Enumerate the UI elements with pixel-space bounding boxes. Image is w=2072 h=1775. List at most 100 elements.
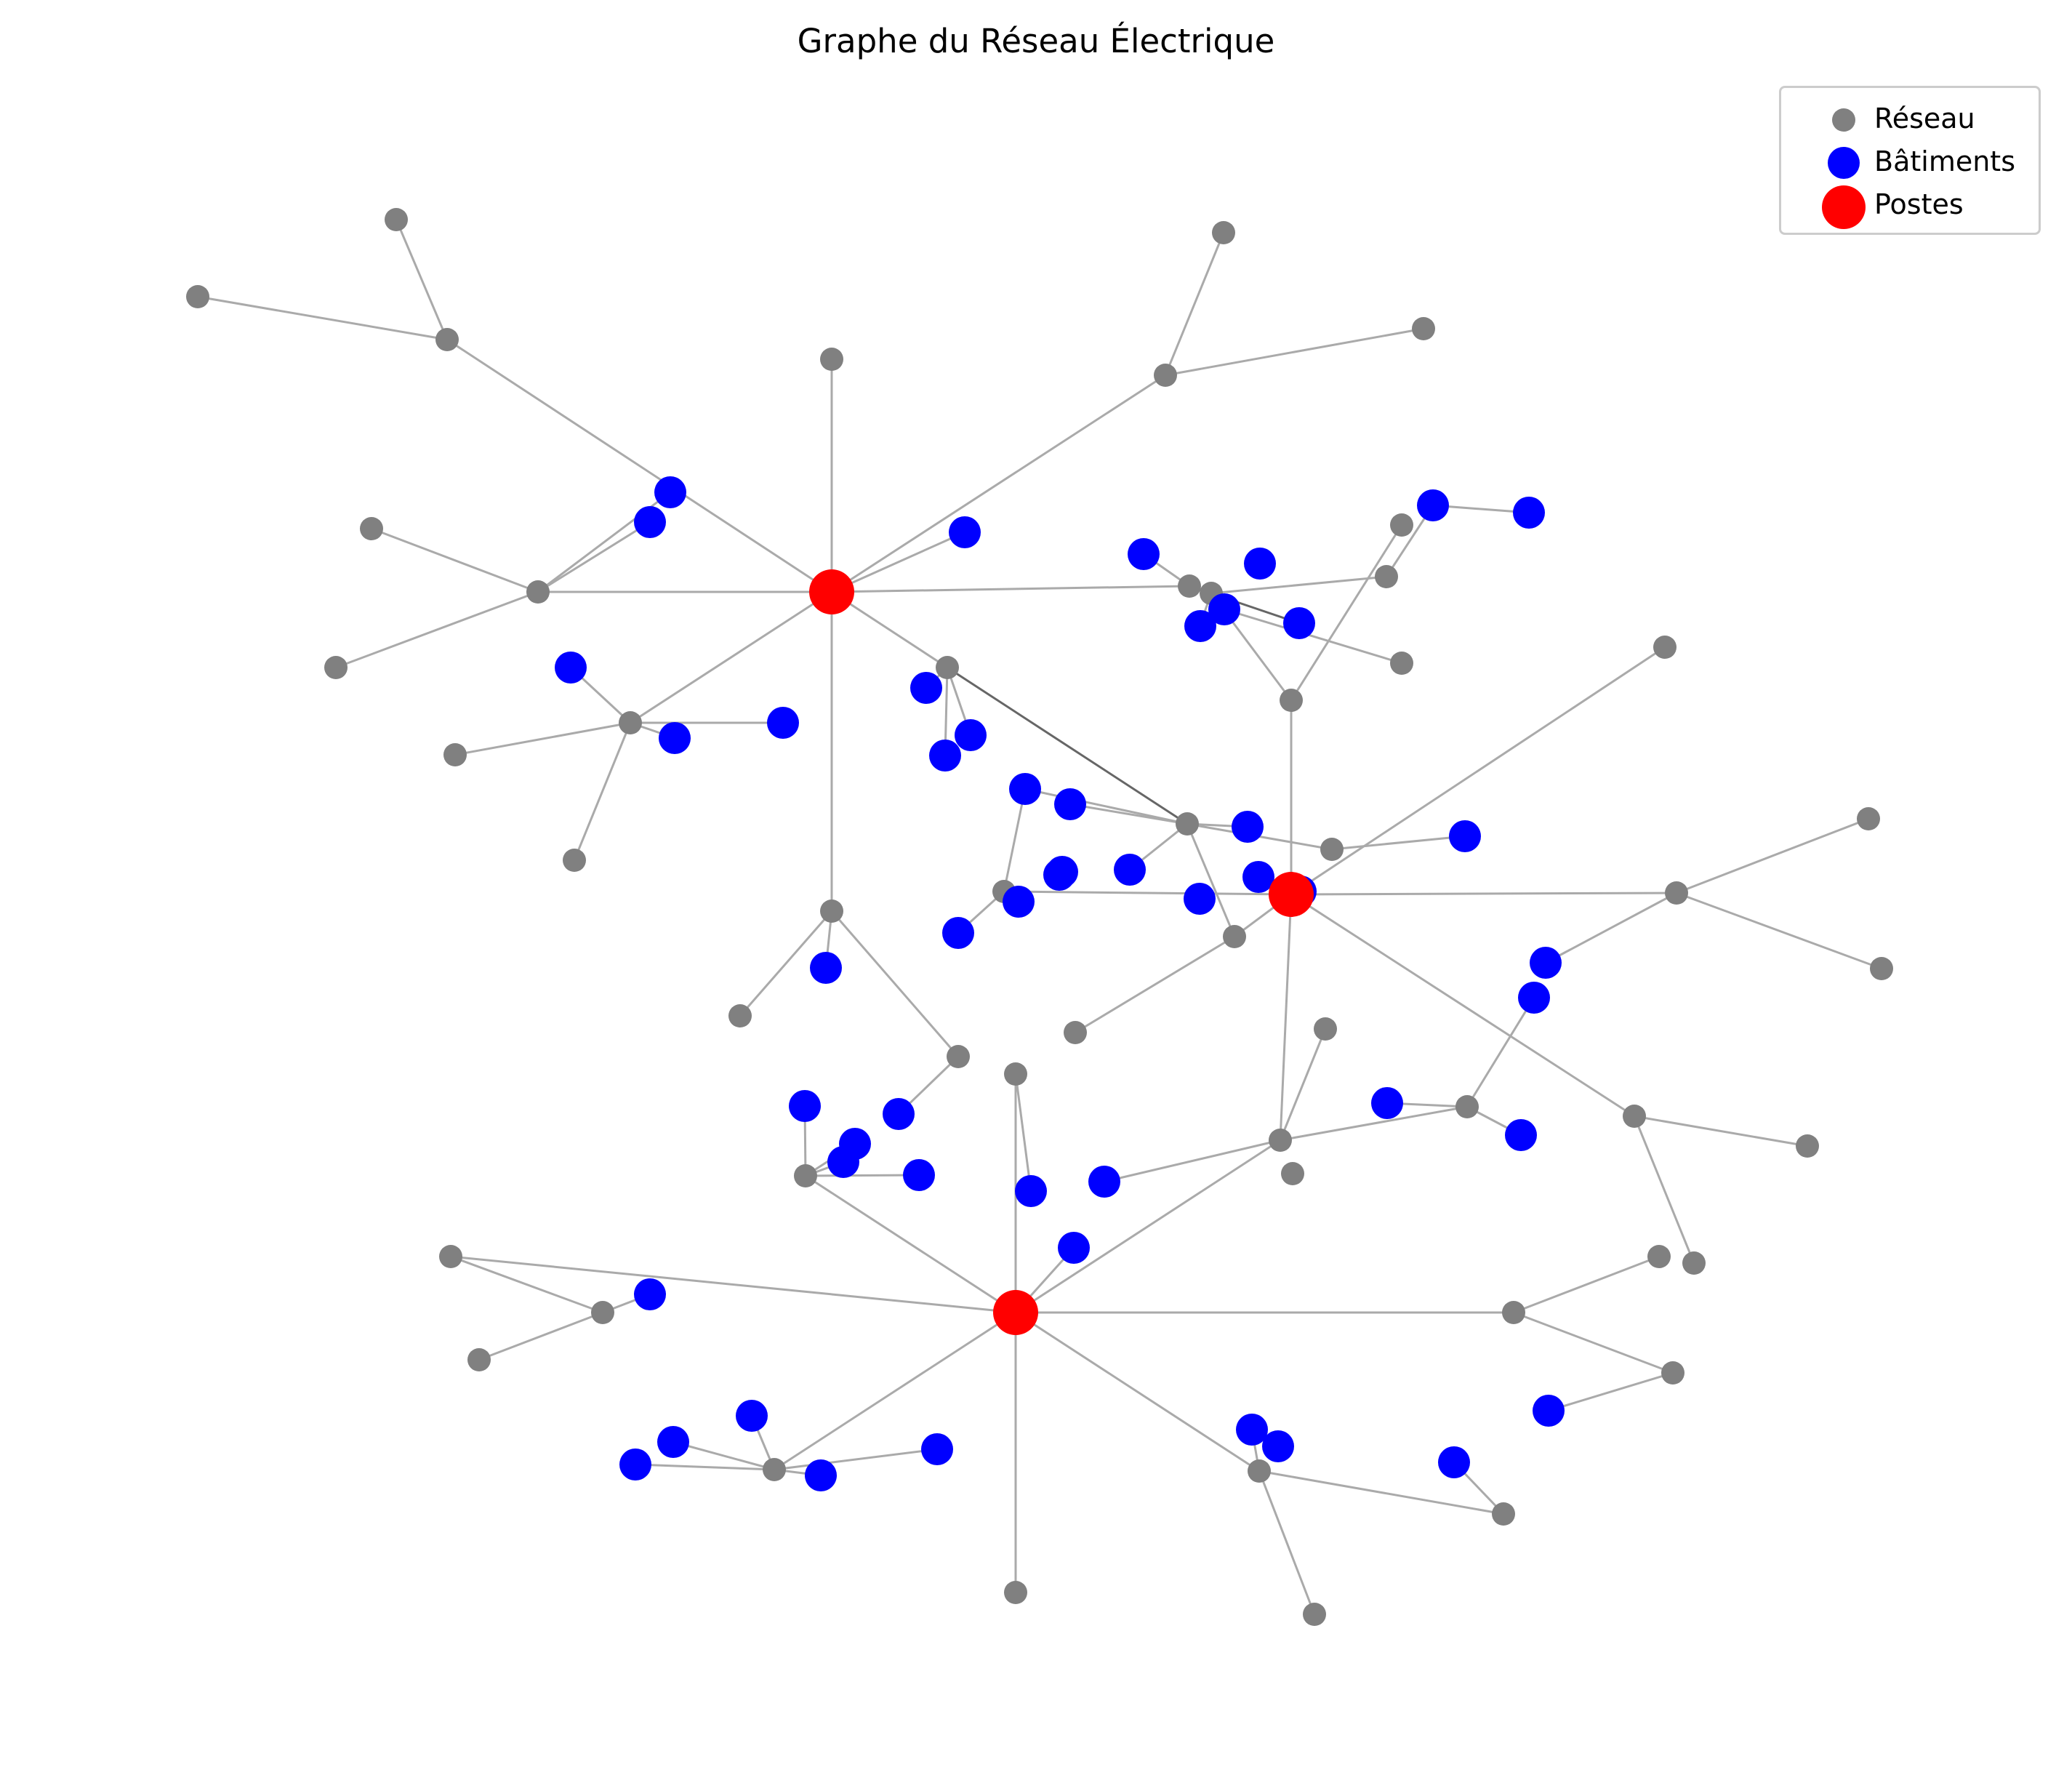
building-node	[903, 1159, 935, 1191]
network-edge	[1290, 524, 1403, 701]
legend-item-substations: Postes	[1781, 185, 2039, 229]
network-edge	[635, 1463, 775, 1471]
building-node	[555, 652, 587, 684]
network-node	[385, 208, 408, 231]
building-node	[1088, 1166, 1120, 1198]
network-edge	[1186, 823, 1236, 937]
building-node	[1530, 947, 1562, 979]
network-node	[1303, 1603, 1326, 1626]
building-node	[1513, 497, 1545, 529]
network-edge	[1466, 997, 1535, 1107]
network-node	[619, 711, 642, 734]
network-node	[1492, 1502, 1515, 1526]
building-node	[1283, 607, 1315, 639]
building-node	[1242, 861, 1274, 893]
building-node	[1449, 820, 1481, 852]
building-node	[1262, 1430, 1294, 1462]
network-node	[1375, 565, 1398, 588]
building-node	[1208, 593, 1240, 625]
network-node	[1661, 1361, 1684, 1385]
legend-building-label: Bâtiments	[1874, 145, 2015, 177]
network-node	[763, 1458, 786, 1481]
network-node	[1390, 652, 1413, 675]
network-node	[186, 285, 209, 308]
legend-network-label: Réseau	[1874, 103, 1975, 135]
network-node	[591, 1301, 614, 1324]
network-edge	[1548, 1371, 1674, 1412]
network-node	[1223, 925, 1246, 948]
network-node	[1682, 1251, 1706, 1275]
building-node	[1015, 1175, 1047, 1207]
network-edge	[1258, 1470, 1316, 1615]
network-edge	[1513, 1255, 1660, 1314]
network-node	[563, 849, 586, 872]
network-edge	[805, 1174, 1016, 1314]
building-node	[634, 506, 666, 538]
building-node	[657, 1426, 689, 1458]
substation-node	[1269, 872, 1314, 917]
network-node	[467, 1348, 491, 1371]
building-node	[1232, 811, 1264, 843]
network-edge	[1279, 894, 1293, 1141]
building-node	[789, 1090, 821, 1122]
network-edge	[947, 666, 1188, 825]
network-node	[1857, 807, 1880, 830]
network-node	[1623, 1105, 1646, 1128]
network-edge	[478, 1311, 603, 1361]
network-node	[1004, 1581, 1027, 1604]
network-node	[1280, 689, 1303, 712]
edges-layer	[197, 219, 1882, 1615]
network-edge	[1003, 890, 1292, 896]
network-node	[794, 1164, 817, 1187]
network-edge	[1015, 1139, 1281, 1314]
legend-substation-marker	[1822, 185, 1866, 229]
building-node	[883, 1098, 915, 1130]
network-edge	[1258, 1470, 1504, 1515]
network-edge	[831, 374, 1166, 593]
network-edge	[1165, 327, 1424, 377]
network-edge	[1432, 504, 1530, 514]
network-node	[1269, 1129, 1292, 1152]
building-node	[1003, 886, 1035, 918]
substation-node	[993, 1290, 1038, 1335]
building-node	[910, 672, 942, 704]
network-edge	[450, 1255, 1016, 1314]
network-node	[1412, 317, 1435, 340]
building-node	[810, 952, 842, 984]
network-edge	[630, 590, 832, 724]
network-node	[1653, 636, 1677, 659]
building-node	[955, 719, 987, 751]
network-edge	[1279, 1028, 1327, 1141]
network-node	[728, 1004, 752, 1027]
building-node	[1518, 982, 1550, 1014]
network-edge	[1676, 817, 1869, 894]
network-node	[1455, 1095, 1479, 1118]
building-node	[767, 707, 799, 739]
network-node	[1178, 574, 1201, 598]
building-node	[1058, 1232, 1090, 1264]
network-edge	[774, 1448, 938, 1471]
network-node	[1665, 881, 1688, 905]
network-edge	[197, 295, 448, 341]
network-node	[820, 348, 843, 371]
building-node	[827, 1146, 859, 1178]
network-edge	[450, 1255, 603, 1314]
building-node	[1417, 489, 1449, 521]
network-node	[947, 1045, 970, 1068]
network-node	[1796, 1134, 1819, 1158]
network-node	[1870, 957, 1893, 980]
network-node	[1176, 812, 1199, 836]
network-edge	[831, 585, 1190, 593]
network-node	[360, 517, 383, 540]
network-edge	[1015, 1311, 1260, 1473]
building-node	[1114, 854, 1146, 886]
building-node	[929, 740, 961, 772]
building-node	[619, 1449, 651, 1480]
network-node	[1314, 1017, 1337, 1041]
network-edge	[1075, 935, 1235, 1034]
substation-node	[809, 569, 854, 614]
network-edge	[446, 338, 832, 593]
building-node	[921, 1433, 953, 1465]
building-node	[1371, 1087, 1403, 1119]
